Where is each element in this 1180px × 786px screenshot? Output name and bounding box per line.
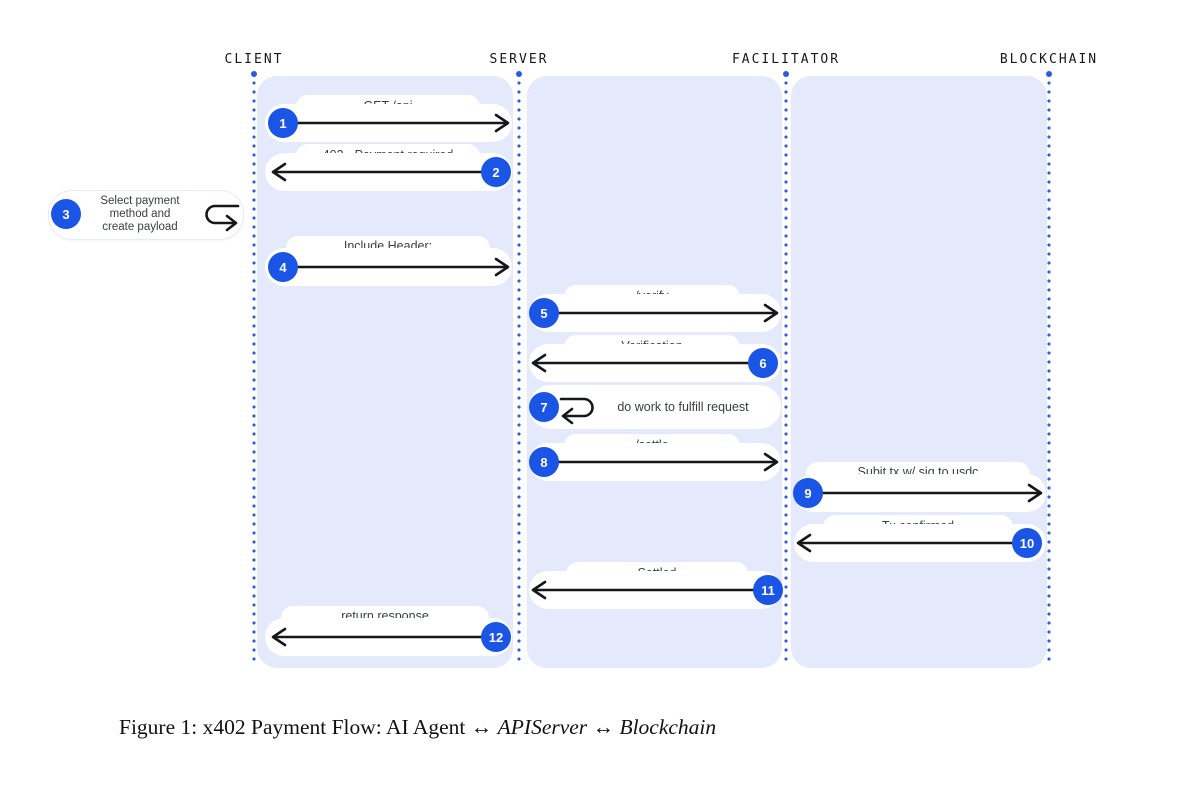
left-right-arrow: ↔ [592, 715, 615, 739]
lane-label-server: SERVER [489, 52, 549, 67]
arrow-left-icon [271, 162, 498, 182]
lifeline-facilitator [784, 80, 788, 664]
self-loop-icon [205, 204, 240, 232]
lifeline-head-dot [1046, 71, 1052, 77]
arrow-right-icon [542, 452, 779, 472]
step-number-badge: 11 [753, 575, 783, 605]
lifeline-head-dot [251, 71, 257, 77]
lifeline-head-dot [783, 71, 789, 77]
step-number-badge: 1 [268, 108, 298, 138]
panel-facilitator-blockchain [791, 76, 1047, 668]
lane-label-facilitator: FACILITATOR [731, 52, 841, 67]
caption-blockchain: Blockchain [619, 715, 717, 739]
lane-label-blockchain: BLOCKCHAIN [999, 52, 1099, 67]
lifeline-blockchain [1047, 80, 1051, 664]
message-label: do work to fulfill request [617, 400, 749, 414]
step-number-badge: 3 [51, 199, 81, 229]
caption-apiserver: APIServer [497, 715, 588, 739]
step-number-badge: 9 [793, 478, 823, 508]
arrow-right-icon [542, 303, 779, 323]
figure-caption: Figure 1: x402 Payment Flow: AI Agent ↔ … [119, 715, 716, 740]
step-number-badge: 6 [748, 348, 778, 378]
step-number-badge: 8 [529, 447, 559, 477]
lifeline-head-dot [516, 71, 522, 77]
lane-label-client: CLIENT [224, 52, 284, 67]
lifeline-server [517, 80, 521, 664]
step-number-badge: 10 [1012, 528, 1042, 558]
arrow-left-icon [531, 580, 770, 600]
arrow-left-icon [271, 627, 498, 647]
self-loop-icon [559, 397, 594, 425]
left-right-arrow: ↔ [470, 715, 493, 739]
caption-text: Figure 1: x402 Payment Flow: AI Agent [119, 715, 466, 739]
message-label: Select payment method and create payload [100, 195, 180, 233]
arrow-right-icon [281, 257, 510, 277]
arrow-right-icon [281, 113, 510, 133]
arrow-right-icon [806, 483, 1043, 503]
arrow-left-icon [531, 353, 765, 373]
step-number-badge: 7 [529, 392, 559, 422]
arrow-left-icon [796, 533, 1029, 553]
lifeline-client [252, 80, 256, 664]
step-number-badge: 4 [268, 252, 298, 282]
step-number-badge: 12 [481, 622, 511, 652]
step-number-badge: 5 [529, 298, 559, 328]
step-number-badge: 2 [481, 157, 511, 187]
